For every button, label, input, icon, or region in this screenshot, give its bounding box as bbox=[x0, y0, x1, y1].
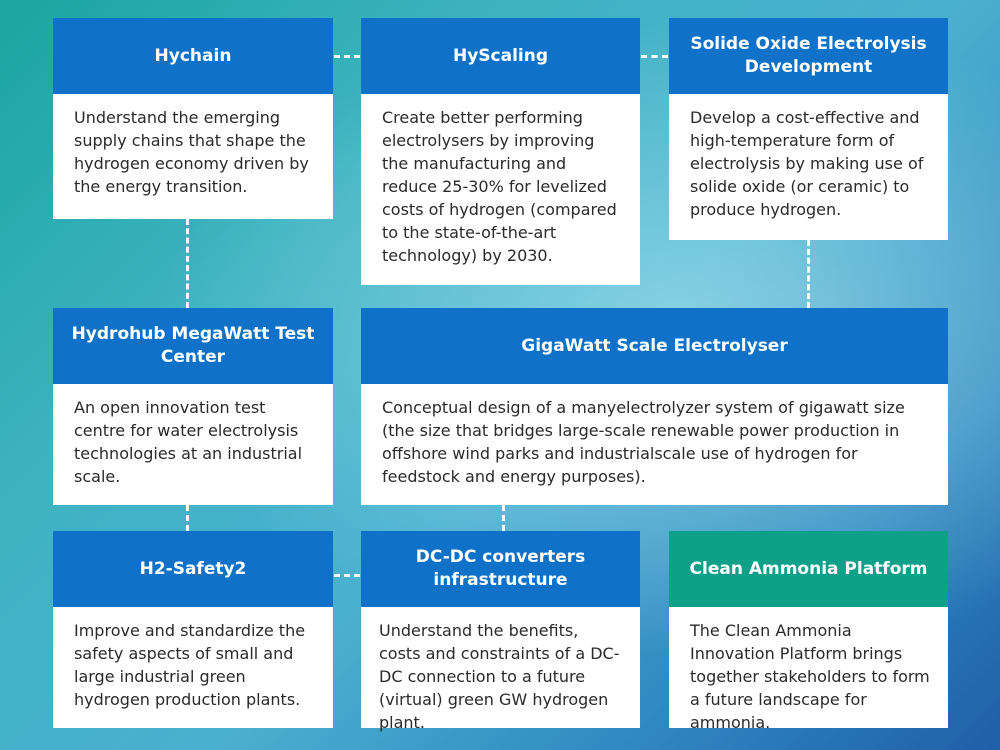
card-description: An open innovation test centre for water… bbox=[74, 398, 303, 486]
card-h2-safety2: H2-Safety2 Improve and standardize the s… bbox=[53, 531, 333, 728]
card-title: HyScaling bbox=[361, 18, 640, 94]
card-title: Solide Oxide Electrolysis Development bbox=[669, 18, 948, 94]
card-solide-oxide-electrolysis: Solide Oxide Electrolysis Development De… bbox=[669, 18, 948, 240]
card-hyscaling: HyScaling Create better performing elect… bbox=[361, 18, 640, 285]
card-title: H2-Safety2 bbox=[53, 531, 333, 607]
connector-hychain-hyscaling bbox=[334, 55, 360, 58]
card-description: Understand the emerging supply chains th… bbox=[74, 108, 309, 196]
card-description: Create better performing electrolysers b… bbox=[382, 108, 617, 265]
card-description: Improve and standardize the safety aspec… bbox=[74, 621, 306, 709]
connector-solide-oxide-gigawatt bbox=[807, 240, 810, 308]
card-title: Hydrohub MegaWatt Test Center bbox=[53, 308, 333, 384]
card-description: Conceptual design of a manyelectrolyzer … bbox=[382, 398, 905, 486]
connector-hydrohub-h2safety bbox=[186, 505, 189, 531]
card-description: The Clean Ammonia Innovation Platform br… bbox=[690, 621, 930, 732]
connector-hyscaling-solide-oxide bbox=[641, 55, 668, 58]
card-description: Develop a cost-effective and high-temper… bbox=[690, 108, 924, 219]
card-dc-dc-converters: DC-DC converters infrastructure Understa… bbox=[361, 531, 640, 732]
connector-gigawatt-dcdc bbox=[502, 505, 505, 531]
card-title: Hychain bbox=[53, 18, 333, 94]
card-hydrohub-megawatt: Hydrohub MegaWatt Test Center An open in… bbox=[53, 308, 333, 505]
card-title: Clean Ammonia Platform bbox=[669, 531, 948, 607]
card-title: DC-DC converters infrastructure bbox=[361, 531, 640, 607]
card-title: GigaWatt Scale Electrolyser bbox=[361, 308, 948, 384]
card-hychain: Hychain Understand the emerging supply c… bbox=[53, 18, 333, 219]
card-gigawatt-scale-electrolyser: GigaWatt Scale Electrolyser Conceptual d… bbox=[361, 308, 948, 505]
connector-hychain-hydrohub bbox=[186, 219, 189, 308]
connector-h2safety-dcdc bbox=[334, 574, 360, 577]
card-clean-ammonia-platform: Clean Ammonia Platform The Clean Ammonia… bbox=[669, 531, 948, 732]
card-description: Understand the benefits, costs and const… bbox=[379, 621, 620, 732]
